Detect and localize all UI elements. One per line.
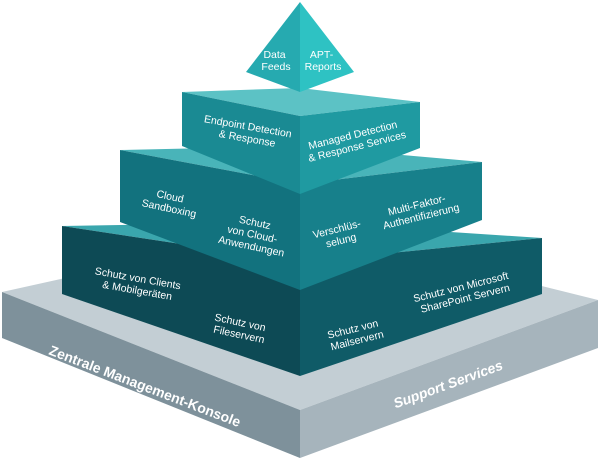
tier1-left-label: Data Feeds: [261, 49, 290, 73]
tier2-top-face: [182, 88, 420, 116]
tier2-right-face: [300, 102, 420, 194]
tier1-right-label: APT- Reports: [305, 49, 342, 73]
tier3-right-face: [300, 162, 482, 290]
tier2-left-face: [182, 92, 300, 194]
tier1-left-face: [246, 2, 300, 92]
base-right-face: [300, 300, 598, 458]
tier4-right-face: [300, 238, 542, 376]
tier2: [182, 88, 420, 194]
tier1: [246, 2, 354, 92]
base-left-face: [2, 292, 300, 458]
tier1-right-face: [300, 2, 354, 92]
tier3-left-b-label: Schutz von Cloud- Anwendungen: [217, 210, 290, 259]
tier3-left-face: [120, 150, 300, 290]
